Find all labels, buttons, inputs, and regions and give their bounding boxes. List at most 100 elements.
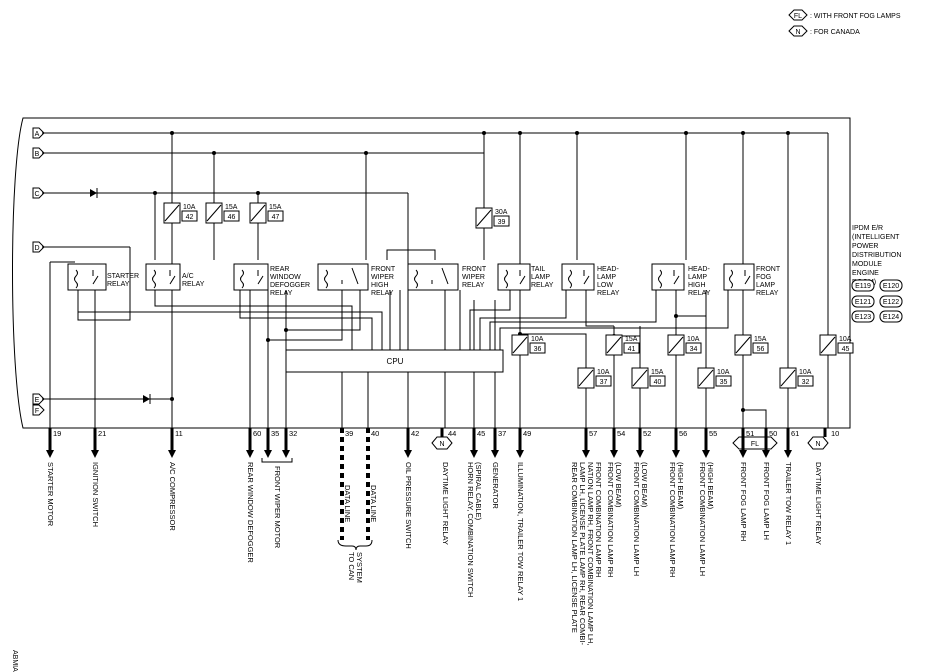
legend-fl-desc: : WITH FRONT FOG LAMPS — [810, 13, 901, 20]
fuse-number: 56 — [757, 346, 765, 353]
bus-markers: A B C D E F — [32, 127, 45, 416]
relay-label: LAMP — [688, 274, 707, 281]
legend: FL : FOR CANADA : WITH FRONT FOG LAMPS N… — [788, 9, 901, 37]
relay-label: A/C — [182, 273, 194, 280]
arrow-head — [516, 450, 524, 458]
output-label: FRONT COMBINATION LAMP RH(HIGH BEAM) — [668, 462, 685, 577]
relay-label: WIPER — [462, 274, 485, 281]
fuse-amp: 15A — [625, 336, 638, 343]
diode-c — [90, 189, 97, 197]
wire — [743, 409, 767, 428]
fuse-number: 46 — [228, 214, 236, 221]
fuse-number-box — [685, 342, 702, 354]
cpu-label: CPU — [387, 357, 404, 366]
relay-label: RELAY — [270, 290, 293, 297]
module-line: POWER — [852, 243, 878, 250]
pin-number: 11 — [175, 429, 183, 438]
output-label-line: FRONT COMBINATION LAMP LH — [632, 462, 641, 576]
module-line: DISTRIBUTION — [852, 252, 901, 259]
output-label-line: DAYTIME LIGHT RELAY — [814, 462, 823, 545]
output-label-line: FRONT WIPER MOTOR — [273, 466, 282, 549]
relay-label: HIGH — [688, 282, 706, 289]
badge-fl-text: FL — [751, 441, 759, 448]
pin-number: 49 — [523, 429, 531, 438]
arrow-head — [264, 450, 272, 458]
fuse-amp: 10A — [597, 369, 610, 376]
fuse-element — [512, 336, 528, 354]
relay-coil — [152, 269, 156, 289]
wiper-bracket — [261, 458, 293, 463]
relay-label: RELAY — [107, 281, 130, 288]
output-label: FRONT COMBINATION LAMP RH(LOW BEAM) — [606, 462, 623, 577]
output-label-line: NATION LAMP RH, FRONT COMBINATION LAMP L… — [586, 462, 595, 646]
fuse-element — [164, 204, 180, 222]
pin-number: 37 — [498, 429, 506, 438]
relay-label: LAMP — [597, 274, 616, 281]
wire — [286, 290, 361, 331]
output-label: DAYTIME LIGHT RELAY — [814, 462, 823, 545]
fuse-amp: 10A — [183, 204, 196, 211]
output-label-line: FRONT COMBINATION LAMP LH — [698, 462, 707, 576]
fuse-amp: 10A — [839, 336, 852, 343]
output-label-line: TRAILER TOW RELAY 1 — [784, 462, 793, 545]
output-label-line: A/C COMPRESSOR — [168, 462, 177, 531]
fuse-number: 41 — [628, 346, 636, 353]
relay-fw-high — [317, 263, 369, 291]
output-label-line: TO CAN — [347, 552, 356, 580]
fuse-number: 40 — [654, 379, 662, 386]
output-label-line: FRONT COMBINATION LAMP RH — [668, 462, 677, 577]
relay-switch — [583, 270, 590, 285]
relay-switch — [519, 270, 526, 285]
output-label-line: SYSTEM — [355, 552, 364, 583]
fuse-number-box — [529, 342, 546, 354]
fuse-number-box — [837, 342, 854, 354]
fuse-number: 45 — [842, 346, 850, 353]
arrow-head — [739, 450, 747, 458]
relay-label: RELAY — [182, 281, 205, 288]
junction — [684, 131, 688, 135]
fuse-number-box — [267, 210, 284, 222]
output-label-line: DAYTIME LIGHT RELAY — [441, 462, 450, 545]
output-label-line: REAR COMBINATION LAMP LH, LICENSE PLATE — [570, 462, 579, 633]
output-label: DAYTIME LIGHT RELAY — [441, 462, 450, 545]
output-label-line: STARTER MOTOR — [46, 462, 55, 527]
fuse-number-box — [595, 375, 612, 387]
relay-label: RELAY — [597, 290, 620, 297]
fuse-amp: 10A — [799, 369, 812, 376]
relay-coil — [729, 269, 733, 289]
wire — [479, 290, 567, 350]
output-label-line: DATA LINE — [343, 485, 352, 522]
bus-label: A — [35, 131, 40, 138]
output-label: FRONT COMBINATION LAMP LH(HIGH BEAM) — [698, 462, 715, 576]
relay-label: REAR — [270, 266, 289, 273]
output-label: TRAILER TOW RELAY 1 — [784, 462, 793, 545]
legend-n-symbol — [788, 25, 808, 37]
bus-a-marker — [32, 127, 45, 139]
can-brace — [337, 539, 373, 551]
output-label: IGNITION SWITCH — [91, 462, 100, 527]
pin-number: 61 — [791, 429, 799, 438]
junction — [741, 131, 745, 135]
relay-coil — [74, 269, 78, 289]
junction — [364, 151, 368, 155]
relay-label: WINDOW — [270, 274, 301, 281]
junction — [741, 408, 745, 412]
module-line: (INTELLIGENT — [852, 234, 900, 241]
pin-number: 42 — [411, 429, 419, 438]
wire — [520, 333, 587, 428]
fuse-number: 39 — [498, 219, 506, 226]
output-label-line: REAR WINDOW DEFOGGER — [246, 462, 255, 563]
relay-hl-high — [651, 263, 685, 291]
fuse-number: 32 — [802, 379, 810, 386]
arrow-head — [246, 450, 254, 458]
output-label: FRONT FOG LAMP LH — [762, 462, 771, 540]
fuse-amp: 15A — [651, 369, 664, 376]
connector-badge — [851, 279, 875, 292]
bus-e-marker — [32, 393, 45, 405]
relay-switch — [92, 270, 99, 285]
bus-label: E — [35, 397, 40, 404]
output-label: DATA LINE — [369, 485, 378, 522]
relay-label: FRONT — [371, 266, 396, 273]
output-label: HORN RELAY, COMBINATION SWITCH(SPIRAL CA… — [466, 462, 483, 597]
